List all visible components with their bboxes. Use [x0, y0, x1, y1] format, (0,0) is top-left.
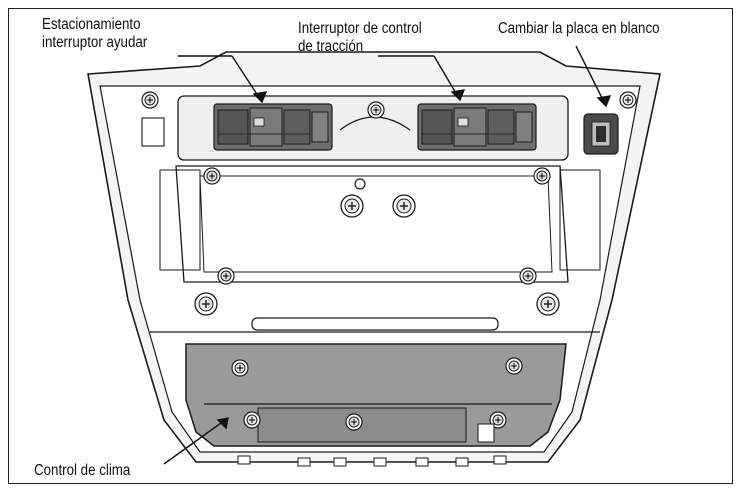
screw: [505, 357, 523, 375]
screw: [533, 167, 551, 185]
callout-parking-line1: Estacionamiento: [42, 16, 141, 33]
screw: [203, 167, 221, 185]
bottom-tabs: [237, 455, 507, 467]
screw: [345, 413, 363, 431]
leader-lines: [163, 45, 612, 465]
screw: [194, 292, 218, 316]
center-frame-inner: [199, 175, 553, 273]
center-hole: [354, 178, 366, 190]
callout-blank-plate-line1: Cambiar la placa en blanco: [498, 20, 660, 37]
screw: [619, 91, 637, 109]
callout-parking-assist: Estacionamiento interruptor ayudar: [42, 16, 147, 52]
screw: [141, 91, 159, 109]
screw: [367, 101, 385, 119]
parking-assist-switch: [213, 103, 333, 151]
callout-parking-line2: interruptor ayudar: [42, 34, 148, 51]
screw: [243, 411, 261, 429]
screw: [217, 267, 235, 285]
left-bracket: [141, 117, 165, 147]
right-side-slot: [559, 169, 601, 271]
callout-blank-plate: Cambiar la placa en blanco: [498, 20, 660, 38]
callout-traction-line2: de tracción: [298, 38, 364, 55]
screw: [392, 194, 416, 218]
callout-traction-line1: Interruptor de control: [298, 20, 422, 37]
left-side-slot: [159, 169, 201, 271]
callout-climate-control: Control de clima: [34, 462, 130, 480]
screw: [231, 359, 249, 377]
center-frame: [175, 165, 569, 283]
traction-control-switch: [417, 103, 537, 151]
climate-clip: [477, 423, 495, 443]
blank-plate-connector: [583, 113, 619, 155]
callout-traction-control: Interruptor de control de tracción: [298, 20, 422, 56]
callout-climate-line1: Control de clima: [34, 462, 131, 479]
screw: [519, 267, 537, 285]
trim-bar: [251, 317, 499, 331]
screw: [536, 292, 560, 316]
screw: [340, 194, 364, 218]
